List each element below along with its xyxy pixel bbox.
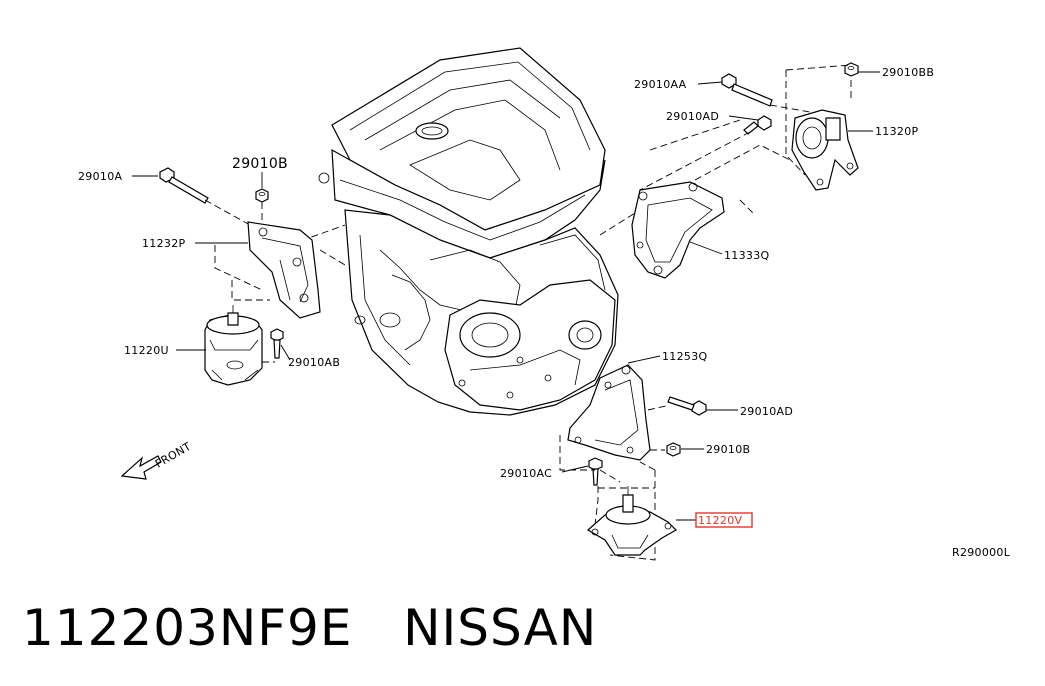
highlight-box-11220V xyxy=(695,512,753,528)
part-caption: 112203NF9E NISSAN xyxy=(22,596,597,660)
label-11253Q: 11253Q xyxy=(662,350,707,363)
label-29010AC: 29010AC xyxy=(500,467,552,480)
label-11220U: 11220U xyxy=(124,344,169,357)
label-29010BB: 29010BB xyxy=(882,66,934,79)
label-29010B-top: 29010B xyxy=(232,156,288,172)
parts-diagram: FRONT 29010A 29010B 11232P 11220U 29010A… xyxy=(78,47,1011,561)
label-29010A: 29010A xyxy=(78,170,122,183)
bolt-29010AD-bottom xyxy=(667,396,707,416)
part-number: 112203NF9E xyxy=(22,599,353,657)
front-label: FRONT xyxy=(153,440,193,471)
brand-name: NISSAN xyxy=(403,599,598,657)
engine-assembly xyxy=(318,47,619,416)
label-11320P: 11320P xyxy=(875,125,918,138)
label-11220V: 11220V xyxy=(698,514,742,527)
part-labels: 29010A 29010B 11232P 11220U 29010AB 2901… xyxy=(78,66,1011,559)
right-upper-mount-group xyxy=(599,62,880,279)
mount-11220U xyxy=(204,305,263,386)
nut-29010B-top xyxy=(255,188,269,203)
mount-11320P xyxy=(791,109,859,191)
nut-29010B-bottom xyxy=(666,442,681,457)
bolt-29010AD-top xyxy=(743,115,772,135)
bolt-29010AB xyxy=(270,328,284,359)
label-29010AD-bottom: 29010AD xyxy=(740,405,793,418)
bolt-29010AC xyxy=(588,457,603,486)
bracket-11232P xyxy=(247,221,321,319)
left-mount-group xyxy=(132,167,346,386)
diagram-reference-code: R290000L xyxy=(952,546,1011,559)
label-29010AB: 29010AB xyxy=(288,356,340,369)
label-11232P: 11232P xyxy=(142,237,185,250)
nut-29010BB xyxy=(844,62,859,77)
mount-11220V xyxy=(586,486,677,556)
label-29010B-bottom: 29010B xyxy=(706,443,750,456)
bracket-11333Q xyxy=(631,181,725,279)
label-11333Q: 11333Q xyxy=(724,249,769,262)
bolt-29010AA xyxy=(721,73,773,107)
bolt-29010A xyxy=(159,167,209,204)
label-29010AD-top: 29010AD xyxy=(666,110,719,123)
front-direction-arrow: FRONT xyxy=(120,440,193,480)
bracket-11253Q xyxy=(567,364,651,461)
label-29010AA: 29010AA xyxy=(634,78,687,91)
right-lower-mount-group xyxy=(559,355,753,561)
